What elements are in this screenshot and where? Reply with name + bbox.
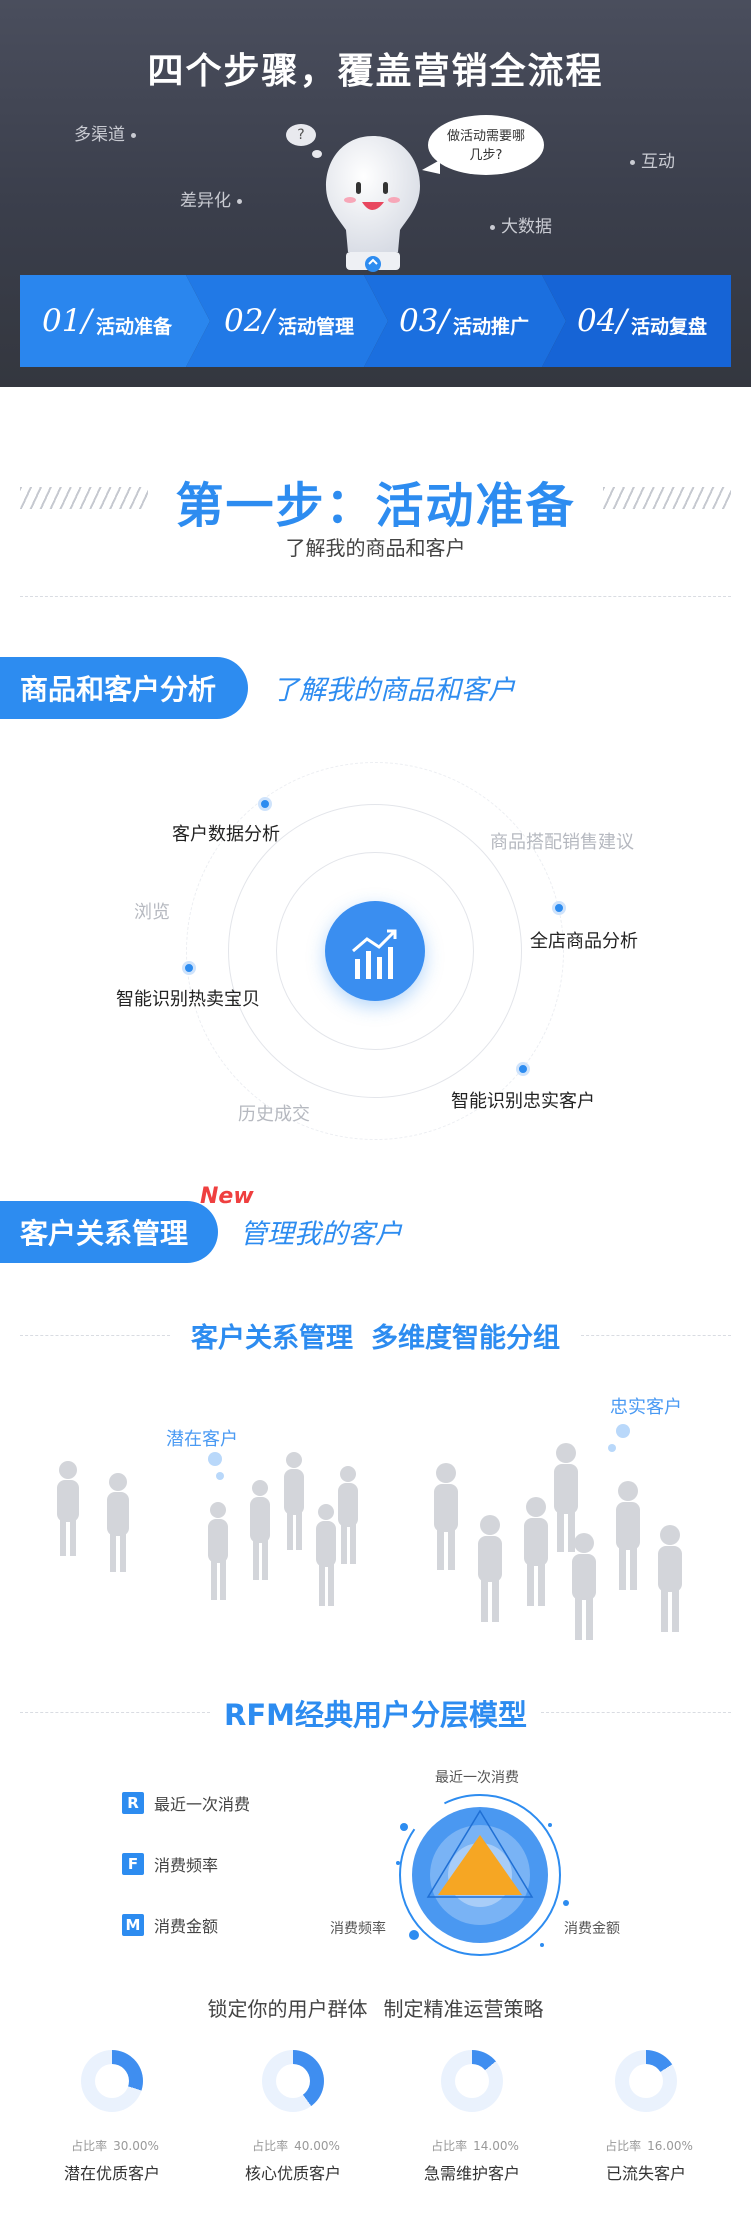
divider xyxy=(20,596,731,597)
divider xyxy=(541,1712,731,1713)
analysis-banner: 商品和客户分析 xyxy=(0,657,248,719)
divider xyxy=(20,1335,170,1336)
label-store-product: 全店商品分析 xyxy=(530,931,638,952)
orbit-ring-middle xyxy=(228,804,522,1098)
label-history: 历史成交 xyxy=(238,1104,310,1125)
group-dot xyxy=(608,1444,616,1452)
group-dot xyxy=(616,1424,630,1438)
speech-bubble-tail xyxy=(422,160,440,174)
label-loyal-group: 忠实客户 xyxy=(610,1397,682,1418)
orbit-dot xyxy=(552,901,566,915)
rfm-title: RFM经典用户分层模型 xyxy=(224,1698,527,1732)
label-hot-item: 智能识别热卖宝贝 xyxy=(116,989,260,1010)
speech-bubble: 做活动需要哪 几步? xyxy=(428,115,544,175)
label-loyal: 智能识别忠实客户 xyxy=(451,1091,595,1112)
crm-subtitle: 客户关系管理多维度智能分组 xyxy=(191,1323,560,1354)
analytics-center xyxy=(325,901,425,1001)
step-4[interactable]: 04/活动复盘 xyxy=(577,303,707,339)
label-potential: 潜在客户 xyxy=(166,1429,238,1450)
hero-title: 四个步骤，覆盖营销全流程 xyxy=(147,51,604,92)
crm-script: 管理我的客户 xyxy=(240,1219,402,1250)
step1-subtitle: 了解我的商品和客户 xyxy=(285,536,466,560)
tag-differentiation: 差异化 xyxy=(180,186,248,211)
tag-interaction: 互动 xyxy=(624,147,675,172)
orbit-ring-outer xyxy=(186,762,564,1140)
step1-title: 第一步：活动准备 xyxy=(175,478,576,534)
analysis-script: 了解我的商品和客户 xyxy=(272,675,515,706)
tag-multichannel: 多渠道 xyxy=(74,120,142,145)
mascot-bulb-icon xyxy=(326,136,420,272)
segment-pie xyxy=(441,2050,503,2112)
lock-strategy-line: 锁定你的用户群体制定精准运营策略 xyxy=(207,1997,544,2021)
label-browse: 浏览 xyxy=(134,902,170,923)
step-1[interactable]: 01/活动准备 xyxy=(42,303,172,339)
question-bubble: ? xyxy=(286,124,316,146)
segment-pie xyxy=(615,2050,677,2112)
customer-crowd-icon xyxy=(57,1443,682,1640)
segment-pie xyxy=(81,2050,143,2112)
radar-label-left: 消费频率 xyxy=(330,1921,386,1937)
rfm-radar xyxy=(396,1794,569,1956)
question-bubble-tail xyxy=(312,150,322,158)
chart-growth-icon xyxy=(352,929,397,979)
label-customer-data: 客户数据分析 xyxy=(172,824,280,845)
hero-banner: 四个步骤，覆盖营销全流程 多渠道 差异化 大数据 互动 ? 做活动需要哪 几步? xyxy=(0,0,751,387)
orbit-dot xyxy=(258,797,272,811)
orbit-dot xyxy=(182,961,196,975)
divider xyxy=(581,1335,731,1336)
step-3[interactable]: 03/活动推广 xyxy=(399,303,529,339)
steps-bar: 01/活动准备 02/活动管理 03/活动推广 04/活动复盘 xyxy=(20,275,731,367)
step-2[interactable]: 02/活动管理 xyxy=(224,303,354,339)
radar-label-top: 最近一次消费 xyxy=(435,1770,519,1786)
group-dot xyxy=(216,1472,224,1480)
group-dot xyxy=(208,1452,222,1466)
tag-bigdata: 大数据 xyxy=(484,212,552,237)
segment-pie xyxy=(262,2050,324,2112)
label-product-match: 商品搭配销售建议 xyxy=(490,832,634,853)
radar-label-right: 消费金额 xyxy=(564,1921,620,1937)
new-badge: New xyxy=(200,1184,254,1209)
steps-chevrons xyxy=(20,275,731,367)
crm-banner: 客户关系管理 xyxy=(0,1201,218,1263)
orbit-ring-inner xyxy=(276,852,474,1050)
title-hatch-right xyxy=(603,487,731,509)
divider xyxy=(20,1712,210,1713)
orbit-dot xyxy=(516,1062,530,1076)
title-hatch-left xyxy=(20,487,148,509)
